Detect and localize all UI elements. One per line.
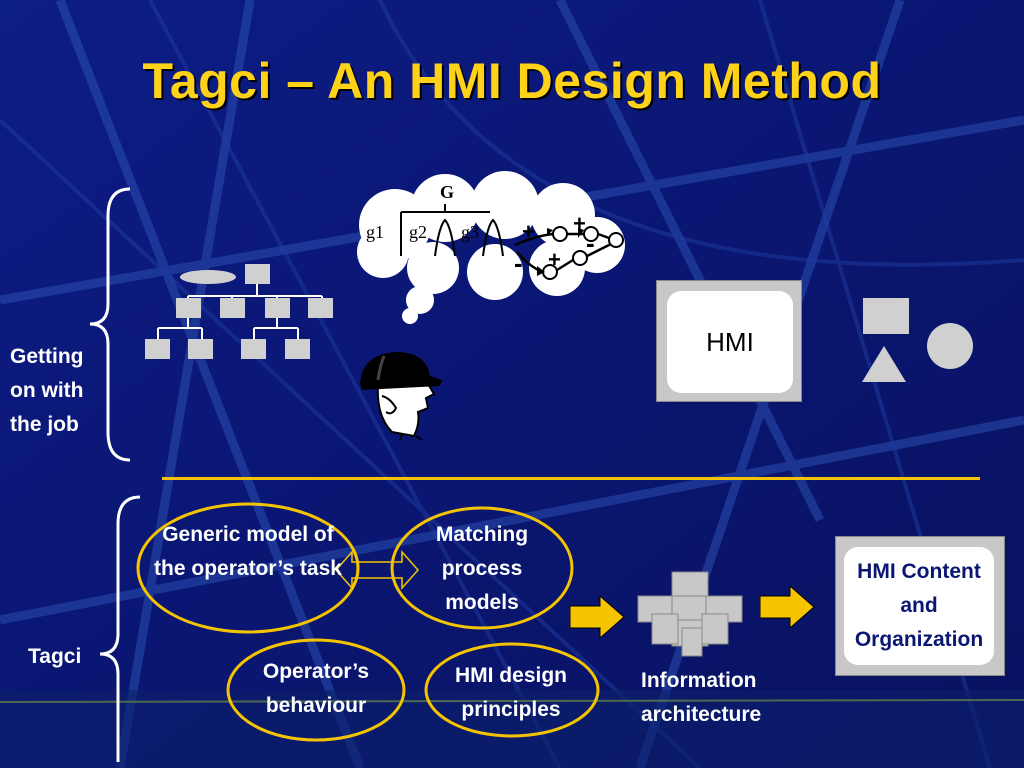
subgoal-label-3: g3: [461, 222, 479, 242]
sign-minus-2: -: [586, 228, 595, 258]
hmi-principles-label: HMI design principles: [454, 664, 567, 721]
upper-brace: [89, 187, 131, 462]
hierarchy-tree-icon: [145, 264, 333, 359]
lower-brace: [99, 495, 141, 762]
hmi-screen: HMI: [667, 291, 793, 393]
sign-plus-3: +: [548, 247, 561, 272]
subgoal-label-1: g1: [366, 222, 384, 242]
upper-brace-label: Getting on with the job: [10, 345, 84, 436]
sign-minus-1: -: [514, 248, 523, 278]
hard-hat-head-icon: [360, 352, 442, 440]
generic-model-label: Generic model of the operator’s task: [154, 523, 342, 580]
arrow-right-icon: [570, 596, 625, 638]
hmi-content-label: HMI Content and Organization: [854, 560, 984, 651]
information-architecture-label: Information architecture: [641, 669, 762, 726]
operator-behaviour-label: Operator’s behaviour: [262, 660, 370, 717]
section-divider: [162, 477, 980, 480]
sign-plus-2: +: [573, 211, 586, 236]
sign-plus-1: +: [522, 219, 535, 244]
subgoal-label-2: g2: [409, 222, 427, 242]
slide-title: Tagci – An HMI Design Method: [142, 53, 882, 109]
matching-models-label: Matching process models: [435, 523, 529, 614]
lower-brace-label: Tagci: [28, 645, 82, 668]
hmi-monitor: HMI: [656, 280, 802, 402]
basic-shapes-icon: [862, 298, 973, 382]
arrow-right-icon: [760, 586, 815, 628]
goal-label: G: [440, 182, 455, 202]
hmi-monitor-label: HMI: [706, 326, 754, 357]
hmi-content-box: HMI Content and Organization: [835, 536, 1005, 676]
hmi-content-screen: HMI Content and Organization: [844, 547, 994, 665]
information-architecture-icon: [637, 571, 743, 657]
thought-cloud: [357, 171, 625, 324]
